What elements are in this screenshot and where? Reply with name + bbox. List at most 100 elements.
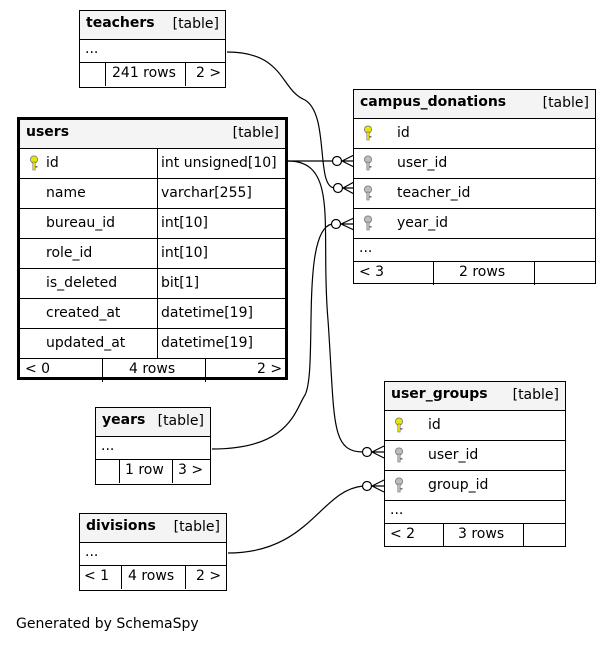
- optional-marker: [361, 480, 373, 492]
- column-type: bit[1]: [161, 275, 200, 291]
- optional-marker: [331, 155, 343, 167]
- ellipsis: ...: [85, 41, 99, 57]
- crowsfoot-year-id: [340, 217, 355, 231]
- foreign-key-icon: [363, 155, 373, 171]
- column-name: updated_at: [46, 335, 126, 351]
- row-count: 1 row: [125, 462, 164, 478]
- ellipsis: ...: [359, 240, 373, 256]
- link-teachers-campus-donations: [226, 51, 336, 189]
- generated-by-footer: Generated by SchemaSpy: [16, 616, 199, 632]
- column-row[interactable]: year_id: [354, 209, 595, 239]
- column-row[interactable]: user_id: [354, 149, 595, 179]
- column-row[interactable]: role_id int[10]: [20, 239, 285, 269]
- more-columns: ...: [80, 543, 226, 566]
- parent-count[interactable]: < 2: [390, 526, 416, 542]
- parent-count[interactable]: < 1: [84, 568, 110, 584]
- link-years-campus-donations: [211, 223, 333, 450]
- table-tag: [table]: [542, 95, 589, 111]
- primary-key-icon: [29, 155, 39, 171]
- column-row[interactable]: group_id: [385, 471, 565, 501]
- table-name: user_groups: [391, 386, 488, 402]
- column-row[interactable]: updated_at datetime[19]: [20, 329, 285, 359]
- column-row[interactable]: id int unsigned[10]: [20, 149, 285, 179]
- column-name: user_id: [397, 155, 448, 171]
- child-count[interactable]: 3 >: [178, 462, 204, 478]
- table-header: divisions [table]: [80, 514, 226, 543]
- column-row[interactable]: bureau_id int[10]: [20, 209, 285, 239]
- row-count: 4 rows: [128, 568, 175, 584]
- table-header: campus_donations [table]: [354, 90, 595, 119]
- column-row[interactable]: is_deleted bit[1]: [20, 269, 285, 299]
- column-name: id: [428, 417, 441, 433]
- primary-key-icon: [394, 417, 404, 433]
- table-tag: [table]: [512, 387, 559, 403]
- column-type: datetime[19]: [161, 335, 253, 351]
- more-columns: ...: [96, 437, 210, 460]
- table-tag: [table]: [232, 125, 279, 141]
- ellipsis: ...: [85, 544, 99, 560]
- parent-count[interactable]: < 3: [359, 264, 385, 280]
- column-row[interactable]: created_at datetime[19]: [20, 299, 285, 329]
- column-row[interactable]: user_id: [385, 441, 565, 471]
- column-row[interactable]: teacher_id: [354, 179, 595, 209]
- column-type: int[10]: [161, 215, 208, 231]
- table-header: user_groups [table]: [385, 382, 565, 411]
- child-count[interactable]: 2 >: [257, 361, 283, 377]
- column-name: group_id: [428, 477, 489, 493]
- column-name: bureau_id: [46, 215, 116, 231]
- table-name: divisions: [86, 518, 156, 534]
- child-count[interactable]: 2 >: [196, 65, 222, 81]
- column-name: name: [46, 185, 86, 201]
- foreign-key-icon: [363, 215, 373, 231]
- column-name: user_id: [428, 447, 479, 463]
- foreign-key-icon: [394, 477, 404, 493]
- table-tag: [table]: [157, 413, 204, 429]
- column-type: varchar[255]: [161, 185, 252, 201]
- row-count: 4 rows: [129, 361, 176, 377]
- ellipsis: ...: [390, 502, 404, 518]
- table-header: users [table]: [20, 120, 285, 149]
- column-type: int[10]: [161, 245, 208, 261]
- table-divisions[interactable]: divisions [table] ... < 1 4 rows 2 >: [79, 513, 227, 591]
- more-columns: ...: [385, 501, 565, 524]
- table-name: years: [102, 412, 146, 428]
- foreign-key-icon: [363, 185, 373, 201]
- link-divisions-user-groups: [227, 485, 364, 554]
- crowsfoot-user-id: [341, 154, 355, 168]
- crowsfoot-teacher-id: [342, 181, 355, 195]
- table-name: campus_donations: [360, 94, 507, 110]
- row-count: 3 rows: [458, 526, 505, 542]
- column-row[interactable]: id: [385, 411, 565, 441]
- table-user-groups[interactable]: user_groups [table] id user_id group_id …: [384, 381, 566, 547]
- child-count[interactable]: 2 >: [196, 568, 222, 584]
- ellipsis: ...: [101, 438, 115, 454]
- column-name: id: [46, 155, 59, 171]
- table-footer: 1 row 3 >: [96, 460, 210, 483]
- column-row[interactable]: name varchar[255]: [20, 179, 285, 209]
- link-users-user-groups: [287, 160, 364, 453]
- column-name: is_deleted: [46, 275, 118, 291]
- table-header: years [table]: [96, 408, 210, 437]
- column-type: int unsigned[10]: [161, 155, 277, 171]
- crowsfoot-ug-user-id: [371, 445, 385, 459]
- table-teachers[interactable]: teachers [table] ... 241 rows 2 >: [79, 10, 226, 88]
- table-footer: 241 rows 2 >: [80, 63, 225, 86]
- row-count: 2 rows: [459, 264, 506, 280]
- column-name: role_id: [46, 245, 93, 261]
- table-campus-donations[interactable]: campus_donations [table] id user_id teac…: [353, 89, 596, 285]
- foreign-key-icon: [394, 447, 404, 463]
- column-row[interactable]: id: [354, 119, 595, 149]
- table-name: users: [26, 124, 70, 140]
- column-name: created_at: [46, 305, 121, 321]
- column-name: teacher_id: [397, 185, 471, 201]
- optional-marker: [330, 218, 342, 230]
- table-footer: < 2 3 rows: [385, 524, 565, 547]
- table-years[interactable]: years [table] ... 1 row 3 >: [95, 407, 211, 485]
- parent-count[interactable]: < 0: [25, 361, 51, 377]
- table-header: teachers [table]: [80, 11, 225, 40]
- more-columns: ...: [354, 239, 595, 262]
- column-name: year_id: [397, 215, 449, 231]
- table-tag: [table]: [172, 16, 219, 32]
- table-footer: < 3 2 rows: [354, 262, 595, 285]
- table-users[interactable]: users [table] id int unsigned[10] name v…: [17, 117, 288, 382]
